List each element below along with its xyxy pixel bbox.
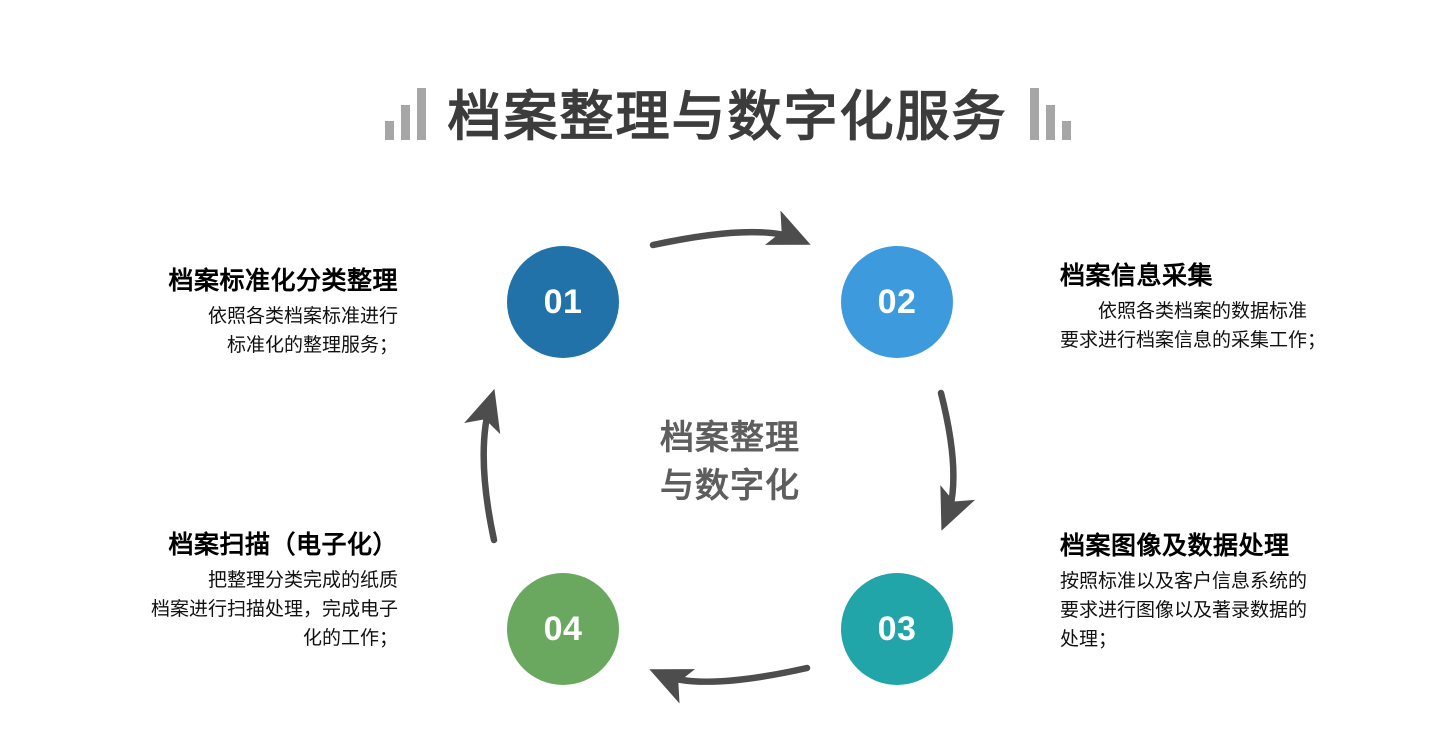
step-text-block-01: 档案标准化分类整理 依照各类档案标准进行 标准化的整理服务；: [58, 266, 398, 361]
cycle-step-circle-02[interactable]: 02: [841, 246, 953, 358]
cycle-step-circle-01[interactable]: 01: [507, 246, 619, 358]
step-body-03-line-1: 按照标准以及客户信息系统的: [1060, 571, 1308, 593]
step-body-04-line-3: 化的工作；: [302, 628, 398, 649]
cycle-center-label-line1: 档案整理: [660, 419, 800, 457]
step-body-04-line-1: 把整理分类完成的纸质: [207, 570, 398, 592]
cycle-center-label-line2: 与数字化: [660, 467, 800, 506]
step-text-block-02: 档案信息采集 依照各类档案的数据标准 要求进行档案信息的采集工作；: [1060, 261, 1400, 356]
step-heading-01: 档案标准化分类整理: [168, 267, 398, 295]
step-body-03-line-2: 要求进行图像以及著录数据的: [1060, 600, 1308, 622]
bar-chart-ascending-icon: [384, 84, 426, 144]
page-title: 档案整理与数字化服务: [447, 87, 1008, 147]
step-body-02-line-1: 依照各类档案的数据标准: [1098, 301, 1308, 323]
step-text-block-04: 档案扫描（电子化） 把整理分类完成的纸质 档案进行扫描处理，完成电子 化的工作；: [58, 530, 398, 654]
cycle-center-label: 档案整理 与数字化: [578, 414, 882, 511]
arrow-02-to-03: [937, 389, 976, 531]
arrow-04-to-01: [464, 388, 501, 544]
step-heading-02: 档案信息采集: [1060, 262, 1214, 290]
arrow-03-to-04: [649, 664, 811, 704]
step-body-04-line-2: 档案进行扫描处理，完成电子: [150, 599, 398, 621]
step-body-01-line-2: 标准化的整理服务；: [226, 335, 398, 357]
cycle-step-circle-04[interactable]: 04: [507, 573, 619, 685]
step-text-block-03: 档案图像及数据处理 按照标准以及客户信息系统的 要求进行图像以及著录数据的 处理…: [1060, 531, 1400, 655]
page-title-row: 档案整理与数字化服务: [0, 72, 1455, 144]
step-body-01-line-1: 依照各类档案标准进行: [207, 306, 398, 328]
bar-chart-descending-icon: [1029, 84, 1071, 144]
step-heading-03: 档案图像及数据处理: [1060, 532, 1290, 560]
step-body-03-line-3: 处理；: [1060, 629, 1118, 650]
arrow-01-to-02: [649, 210, 811, 249]
cycle-step-circle-03[interactable]: 03: [841, 573, 953, 685]
step-body-02-line-2: 要求进行档案信息的采集工作；: [1060, 330, 1327, 352]
step-heading-04: 档案扫描（电子化）: [168, 531, 398, 559]
